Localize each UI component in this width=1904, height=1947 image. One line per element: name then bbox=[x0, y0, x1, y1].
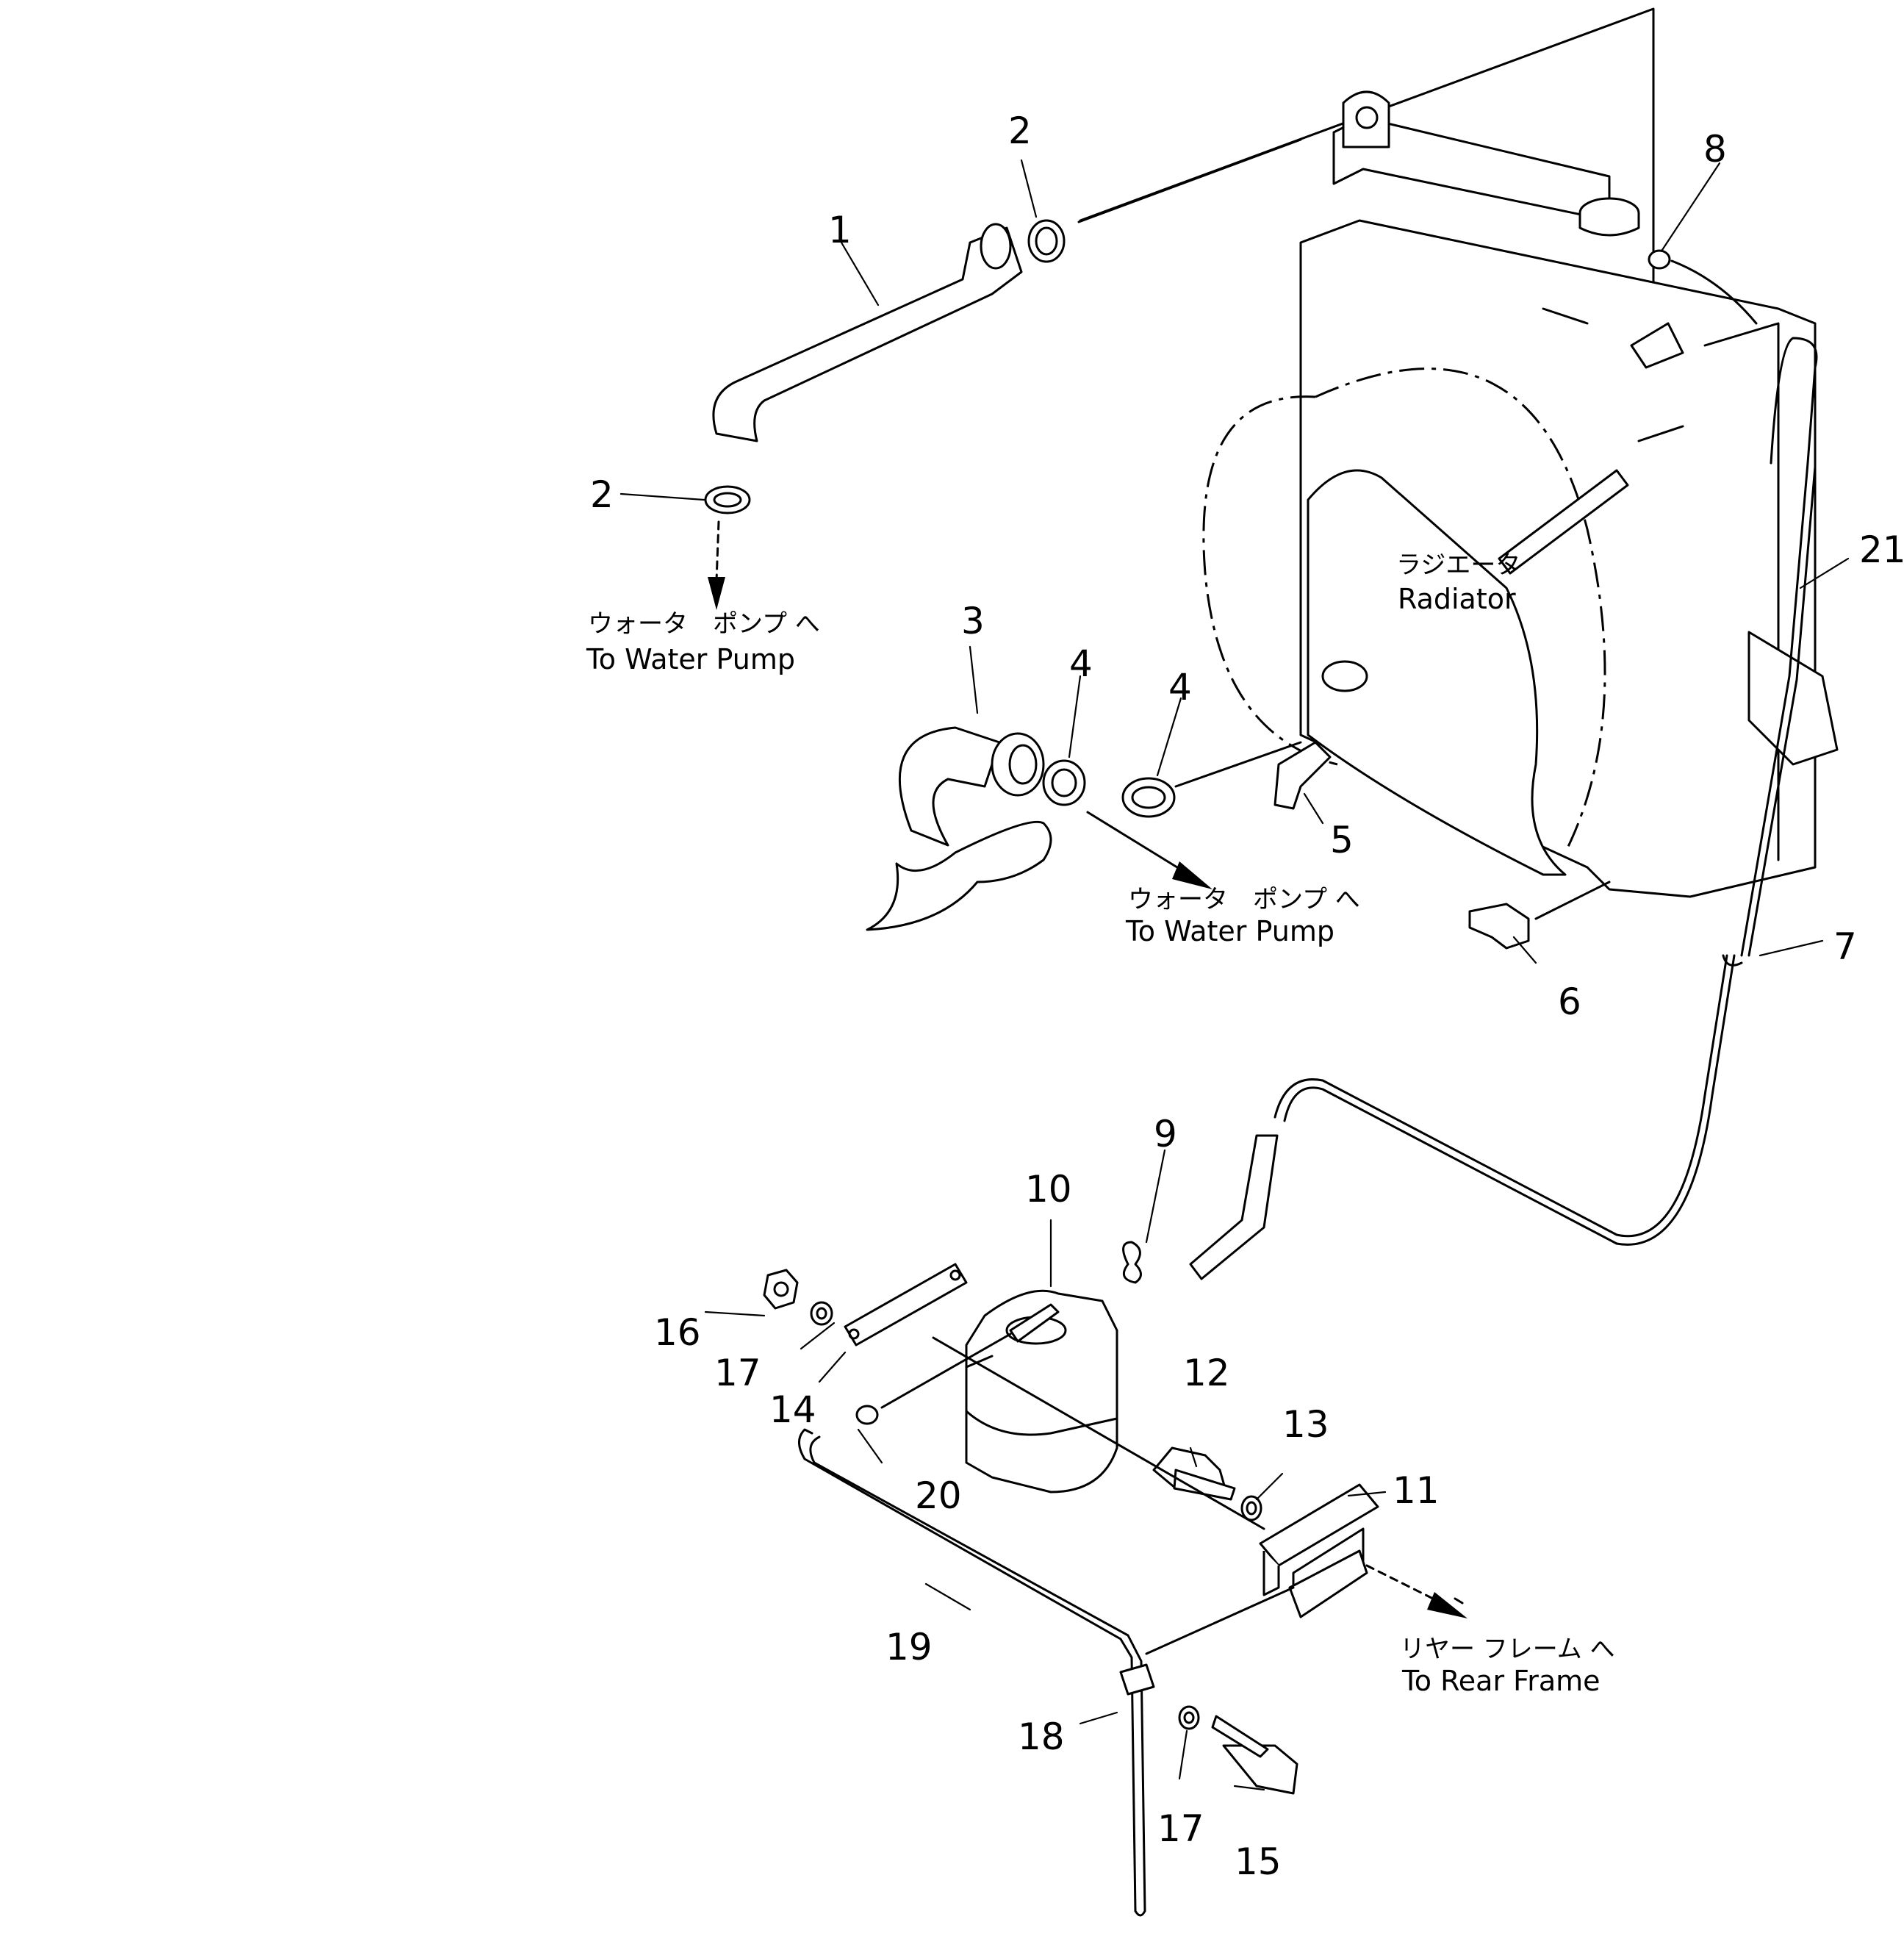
callout-12: 12 bbox=[1183, 1352, 1230, 1394]
callout-6: 6 bbox=[1558, 980, 1581, 1023]
callout-21: 21 bbox=[1859, 528, 1904, 571]
callout-5: 5 bbox=[1330, 819, 1354, 861]
callout-4b: 4 bbox=[1168, 666, 1192, 709]
overflow-pipe-19 bbox=[798, 1428, 1146, 1917]
bolt-15 bbox=[1211, 1715, 1298, 1795]
hose-clamp-lower bbox=[704, 485, 751, 514]
label-water-pump-2-jp: ウォータ ポンプ へ bbox=[1128, 885, 1360, 914]
strap-14 bbox=[844, 1263, 968, 1347]
washer-17b bbox=[1178, 1705, 1200, 1730]
callout-4a: 4 bbox=[1069, 642, 1093, 685]
text-labels: ウォータ ポンプ へ To Water Pump ウォータ ポンプ へ To W… bbox=[586, 551, 1615, 1697]
bracket bbox=[1259, 1483, 1379, 1618]
label-water-pump-2-en: To Water Pump bbox=[1125, 915, 1334, 947]
callout-1: 1 bbox=[828, 209, 852, 251]
washer-13 bbox=[1240, 1495, 1262, 1521]
elbow-fitting bbox=[1273, 741, 1332, 810]
label-water-pump-1-jp: ウォータ ポンプ へ bbox=[588, 609, 820, 639]
label-rear-frame-jp: リヤー フレーム へ bbox=[1400, 1635, 1615, 1664]
tee-fitting bbox=[1468, 903, 1530, 950]
callout-2-top: 2 bbox=[1008, 110, 1032, 152]
small-clamp-8 bbox=[1648, 249, 1758, 325]
nut-16 bbox=[763, 1269, 799, 1310]
label-radiator-jp: ラジエータ bbox=[1396, 551, 1520, 580]
callout-8: 8 bbox=[1703, 128, 1727, 171]
label-water-pump-1-en: To Water Pump bbox=[586, 643, 795, 675]
callout-10: 10 bbox=[1025, 1168, 1072, 1211]
short-hose-9 bbox=[1122, 1134, 1279, 1284]
callout-16: 16 bbox=[654, 1311, 701, 1354]
callout-20: 20 bbox=[915, 1474, 962, 1517]
assembly-lines bbox=[880, 138, 1611, 1655]
callout-2-left: 2 bbox=[590, 473, 614, 516]
clamp-20 bbox=[855, 1405, 879, 1425]
hose-clamp-upper bbox=[1027, 219, 1066, 263]
label-radiator-en: Radiator bbox=[1398, 583, 1516, 615]
label-rear-frame-en: To Rear Frame bbox=[1401, 1665, 1601, 1697]
washer-17a bbox=[810, 1301, 833, 1326]
callout-numbers: 1 2 2 3 4 4 5 6 7 8 9 10 11 12 13 14 15 … bbox=[590, 110, 1904, 1883]
callout-18: 18 bbox=[1018, 1715, 1065, 1758]
overflow-tube bbox=[1273, 337, 1818, 1246]
reserve-tank bbox=[965, 1289, 1118, 1494]
callout-7: 7 bbox=[1833, 925, 1857, 968]
callout-13: 13 bbox=[1282, 1403, 1329, 1446]
leader-lines bbox=[619, 159, 1850, 1791]
callout-11: 11 bbox=[1393, 1469, 1440, 1512]
lower-hose bbox=[866, 726, 1052, 931]
bolt-12 bbox=[1152, 1446, 1236, 1501]
callout-19: 19 bbox=[885, 1626, 933, 1668]
callout-15: 15 bbox=[1235, 1840, 1282, 1883]
direction-arrows bbox=[708, 520, 1467, 1618]
clip-18 bbox=[1119, 1663, 1155, 1696]
callout-17-bottom: 17 bbox=[1157, 1807, 1204, 1850]
hose-clamp-4b bbox=[1121, 777, 1176, 818]
radiator-assembly bbox=[1079, 7, 1839, 898]
callout-3: 3 bbox=[961, 600, 985, 642]
callout-9: 9 bbox=[1154, 1113, 1177, 1155]
hose-clamp-4a bbox=[1042, 759, 1086, 806]
callout-17-top: 17 bbox=[714, 1352, 761, 1394]
upper-hose bbox=[712, 223, 1023, 442]
callout-14: 14 bbox=[769, 1388, 816, 1431]
